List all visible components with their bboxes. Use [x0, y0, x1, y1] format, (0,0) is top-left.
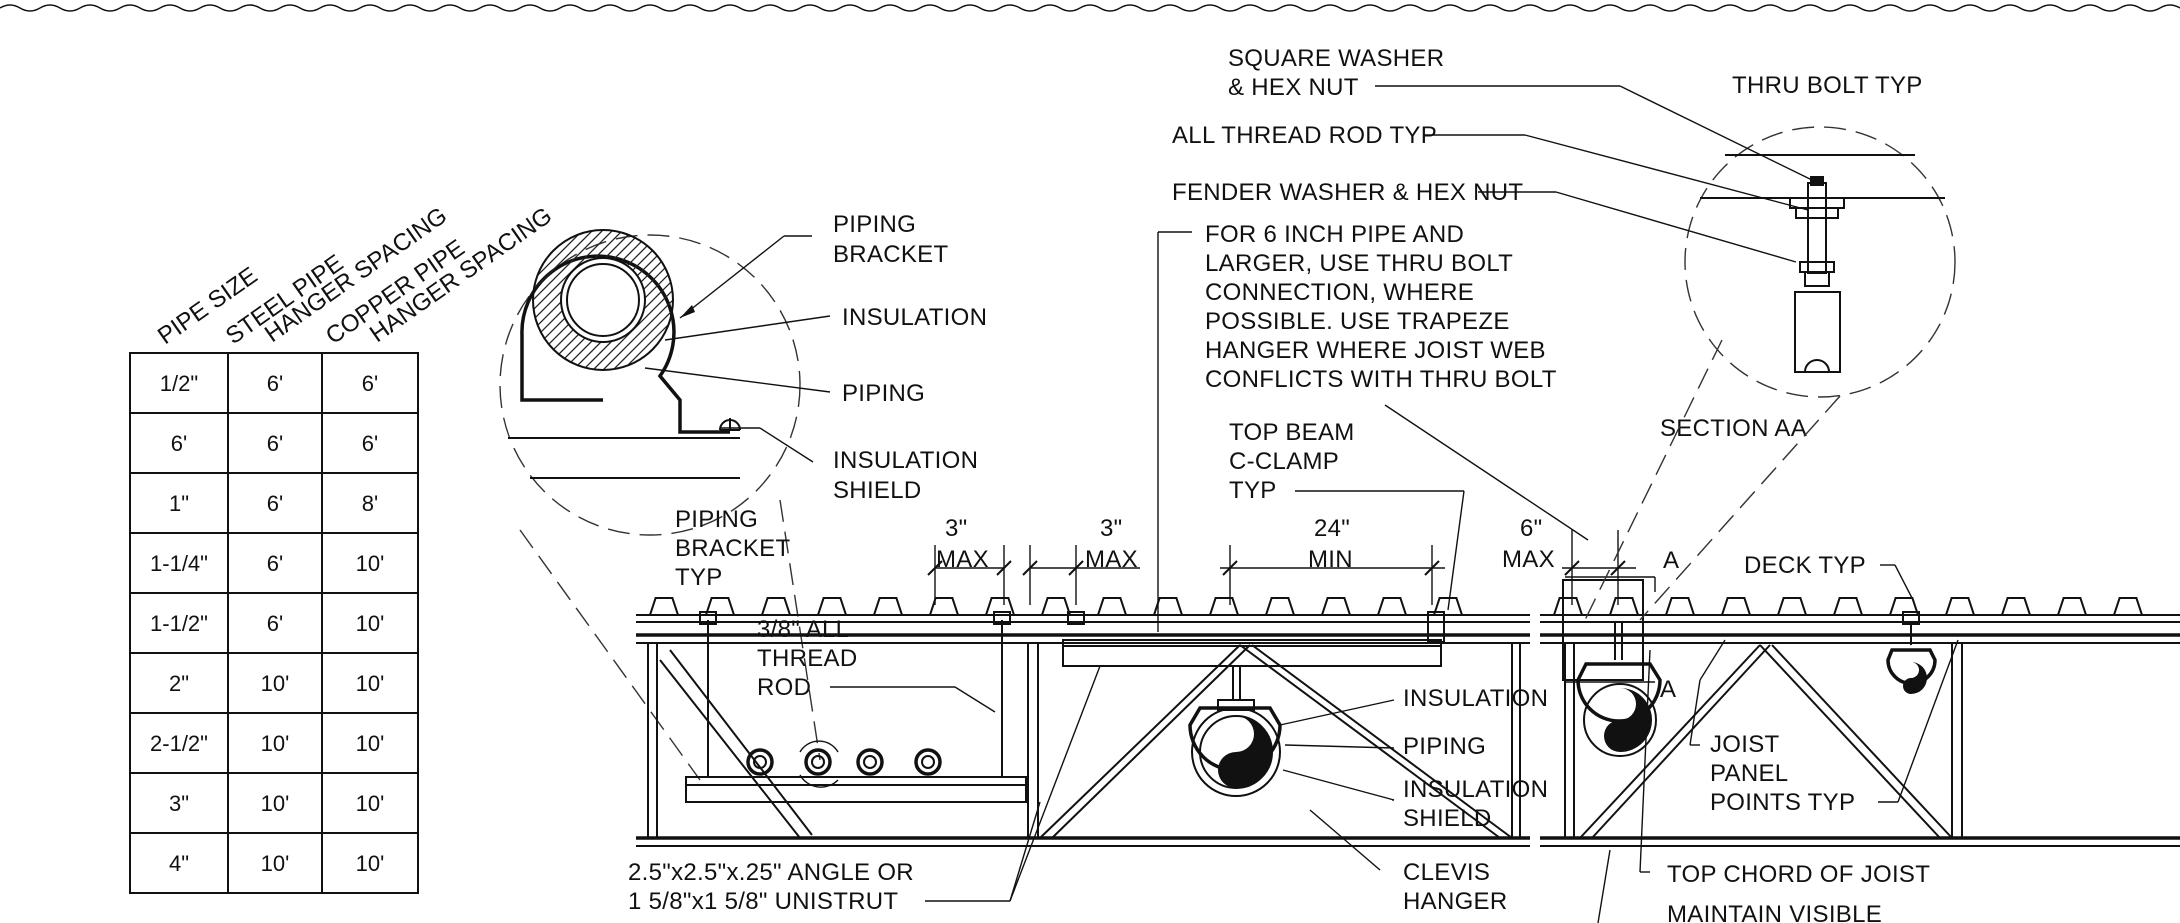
label-section-aa: SECTION AA: [1660, 415, 1807, 442]
note-line-1: FOR 6 INCH PIPE AND: [1205, 221, 1464, 248]
metal-deck: [636, 597, 1476, 616]
table-cell: 6': [267, 611, 283, 636]
label-square-washer-2: & HEX NUT: [1228, 74, 1359, 101]
label-piping-bracket-typ: PIPING: [675, 506, 758, 533]
table-cell: 2-1/2": [150, 731, 208, 756]
table-cell: 8': [362, 491, 378, 516]
label-insulation: INSULATION: [842, 304, 987, 331]
label-piping-bracket-typ-2: BRACKET: [675, 535, 790, 562]
c-clamp-channel: [1062, 639, 1442, 667]
label-all-thread-rod: 3/8" ALL: [757, 616, 849, 643]
section-mark-a-top: A: [1663, 547, 1679, 574]
table-cell: 1": [169, 491, 189, 516]
label-all-thread-rod-2: THREAD: [757, 645, 857, 672]
table-header-copper-spacing: HANGER SPACING: [365, 202, 557, 348]
label-piping-bracket-typ-3: TYP: [675, 564, 723, 591]
dim-6-max-max: MAX: [1502, 546, 1555, 573]
table-cell: 10': [356, 731, 385, 756]
clevis-hanger-pipe: [1188, 699, 1282, 797]
table-cell: 6': [267, 371, 283, 396]
label-piping-bracket-2: BRACKET: [833, 241, 948, 268]
label-thru-bolt-typ: THRU BOLT TYP: [1732, 72, 1923, 99]
label-clevis-hanger-2: HANGER: [1403, 888, 1507, 915]
dim-6-max: 6": [1520, 515, 1542, 542]
table-cell: 6': [267, 551, 283, 576]
table-cell: 2": [169, 671, 189, 696]
dim-3-max-a-max: MAX: [936, 546, 989, 573]
section-callout-circle: [1684, 126, 1956, 398]
right-joist-elevation: 6" MAX A A DECK TYP JOIST PANEL POINTS T…: [1502, 515, 2180, 923]
table-body: 1/2" 6' 6' 6' 6' 6' 1" 6' 8' 1-1/4" 6' 10' 1-1/2" 6' 1…: [130, 371, 418, 876]
table-cell: 10': [261, 671, 290, 696]
dim-3-max-b-max: MAX: [1085, 546, 1138, 573]
dim-3-max-b: 3": [1100, 515, 1122, 542]
label-piping: PIPING: [842, 380, 925, 407]
label-joist-panel-2: PANEL: [1710, 760, 1788, 787]
table-cell: 10': [261, 851, 290, 876]
label-deck-typ: DECK TYP: [1744, 552, 1866, 579]
note-line-2: LARGER, USE THRU BOLT: [1205, 250, 1513, 277]
table-cell: 10': [356, 611, 385, 636]
label-insulation-shield-2: SHIELD: [833, 477, 922, 504]
table-cell: 1/2": [160, 371, 198, 396]
section-aa-detail: SQUARE WASHER & HEX NUT ALL THREAD ROD T…: [1172, 45, 1956, 621]
dim-3-max-a: 3": [945, 515, 967, 542]
label-piping-bracket: PIPING: [833, 211, 916, 238]
piping-bracket-detail: PIPING BRACKET INSULATION PIPING INSULAT…: [499, 211, 987, 781]
label-fender-washer: FENDER WASHER & HEX NUT: [1172, 179, 1523, 206]
detail-callout-circle: [499, 234, 801, 536]
label-angle-unistrut-2: 1 5/8"x1 5/8" UNISTRUT: [628, 888, 898, 915]
note-line-4: POSSIBLE. USE TRAPEZE: [1205, 308, 1510, 335]
table-cell: 1-1/4": [150, 551, 208, 576]
hanger-spacing-table: PIPE SIZE STEEL PIPE HANGER SPACING COPP…: [129, 202, 557, 894]
dim-24-min-min: MIN: [1308, 546, 1353, 573]
label-elev-insulation: INSULATION: [1403, 685, 1548, 712]
label-top-beam: TOP BEAM: [1229, 419, 1355, 446]
table-cell: 10': [356, 791, 385, 816]
note-line-5: HANGER WHERE JOIST WEB: [1205, 337, 1546, 364]
table-cell: 6': [171, 431, 187, 456]
table-cell: 4": [169, 851, 189, 876]
label-top-beam-3: TYP: [1229, 477, 1277, 504]
label-square-washer: SQUARE WASHER: [1228, 45, 1444, 72]
table-cell: 6': [267, 431, 283, 456]
table-cell: 10': [261, 791, 290, 816]
label-elev-insulation-shield-2: SHIELD: [1403, 805, 1492, 832]
label-clevis-hanger: CLEVIS: [1403, 859, 1490, 886]
table-cell: 6': [267, 491, 283, 516]
section-mark-a-bottom: A: [1660, 676, 1676, 703]
table-cell: 10': [356, 851, 385, 876]
label-top-chord: TOP CHORD OF JOIST: [1667, 861, 1930, 888]
label-angle-unistrut: 2.5"x2.5"x.25" ANGLE OR: [628, 859, 914, 886]
note-line-3: CONNECTION, WHERE: [1205, 279, 1474, 306]
dimension-lines: [927, 545, 1445, 605]
sheet-top-edge: [0, 4, 2180, 12]
dim-24-min: 24": [1314, 515, 1350, 542]
label-elev-piping: PIPING: [1403, 733, 1486, 760]
joist-elevation: 3" MAX 3" MAX 24" MIN PIPING BRACKET TYP…: [628, 221, 1589, 915]
table-cell: 10': [356, 671, 385, 696]
label-all-thread-rod-3: ROD: [757, 674, 811, 701]
label-insulation-shield: INSULATION: [833, 447, 978, 474]
label-all-thread-rod-typ: ALL THREAD ROD TYP: [1172, 122, 1437, 149]
label-joist-panel: JOIST: [1710, 731, 1780, 758]
table-cell: 10': [261, 731, 290, 756]
small-pipes: [746, 740, 942, 788]
table-cell: 6': [362, 371, 378, 396]
label-joist-panel-3: POINTS TYP: [1710, 789, 1855, 816]
table-cell: 10': [356, 551, 385, 576]
label-maintain-visible: MAINTAIN VISIBLE: [1667, 901, 1882, 923]
table-cell: 6': [362, 431, 378, 456]
table-frame: [129, 352, 419, 894]
label-elev-insulation-shield: INSULATION: [1403, 776, 1548, 803]
table-cell: 3": [169, 791, 189, 816]
label-top-beam-2: C-CLAMP: [1229, 448, 1339, 475]
note-line-6: CONFLICTS WITH THRU BOLT: [1205, 366, 1557, 393]
table-cell: 1-1/2": [150, 611, 208, 636]
